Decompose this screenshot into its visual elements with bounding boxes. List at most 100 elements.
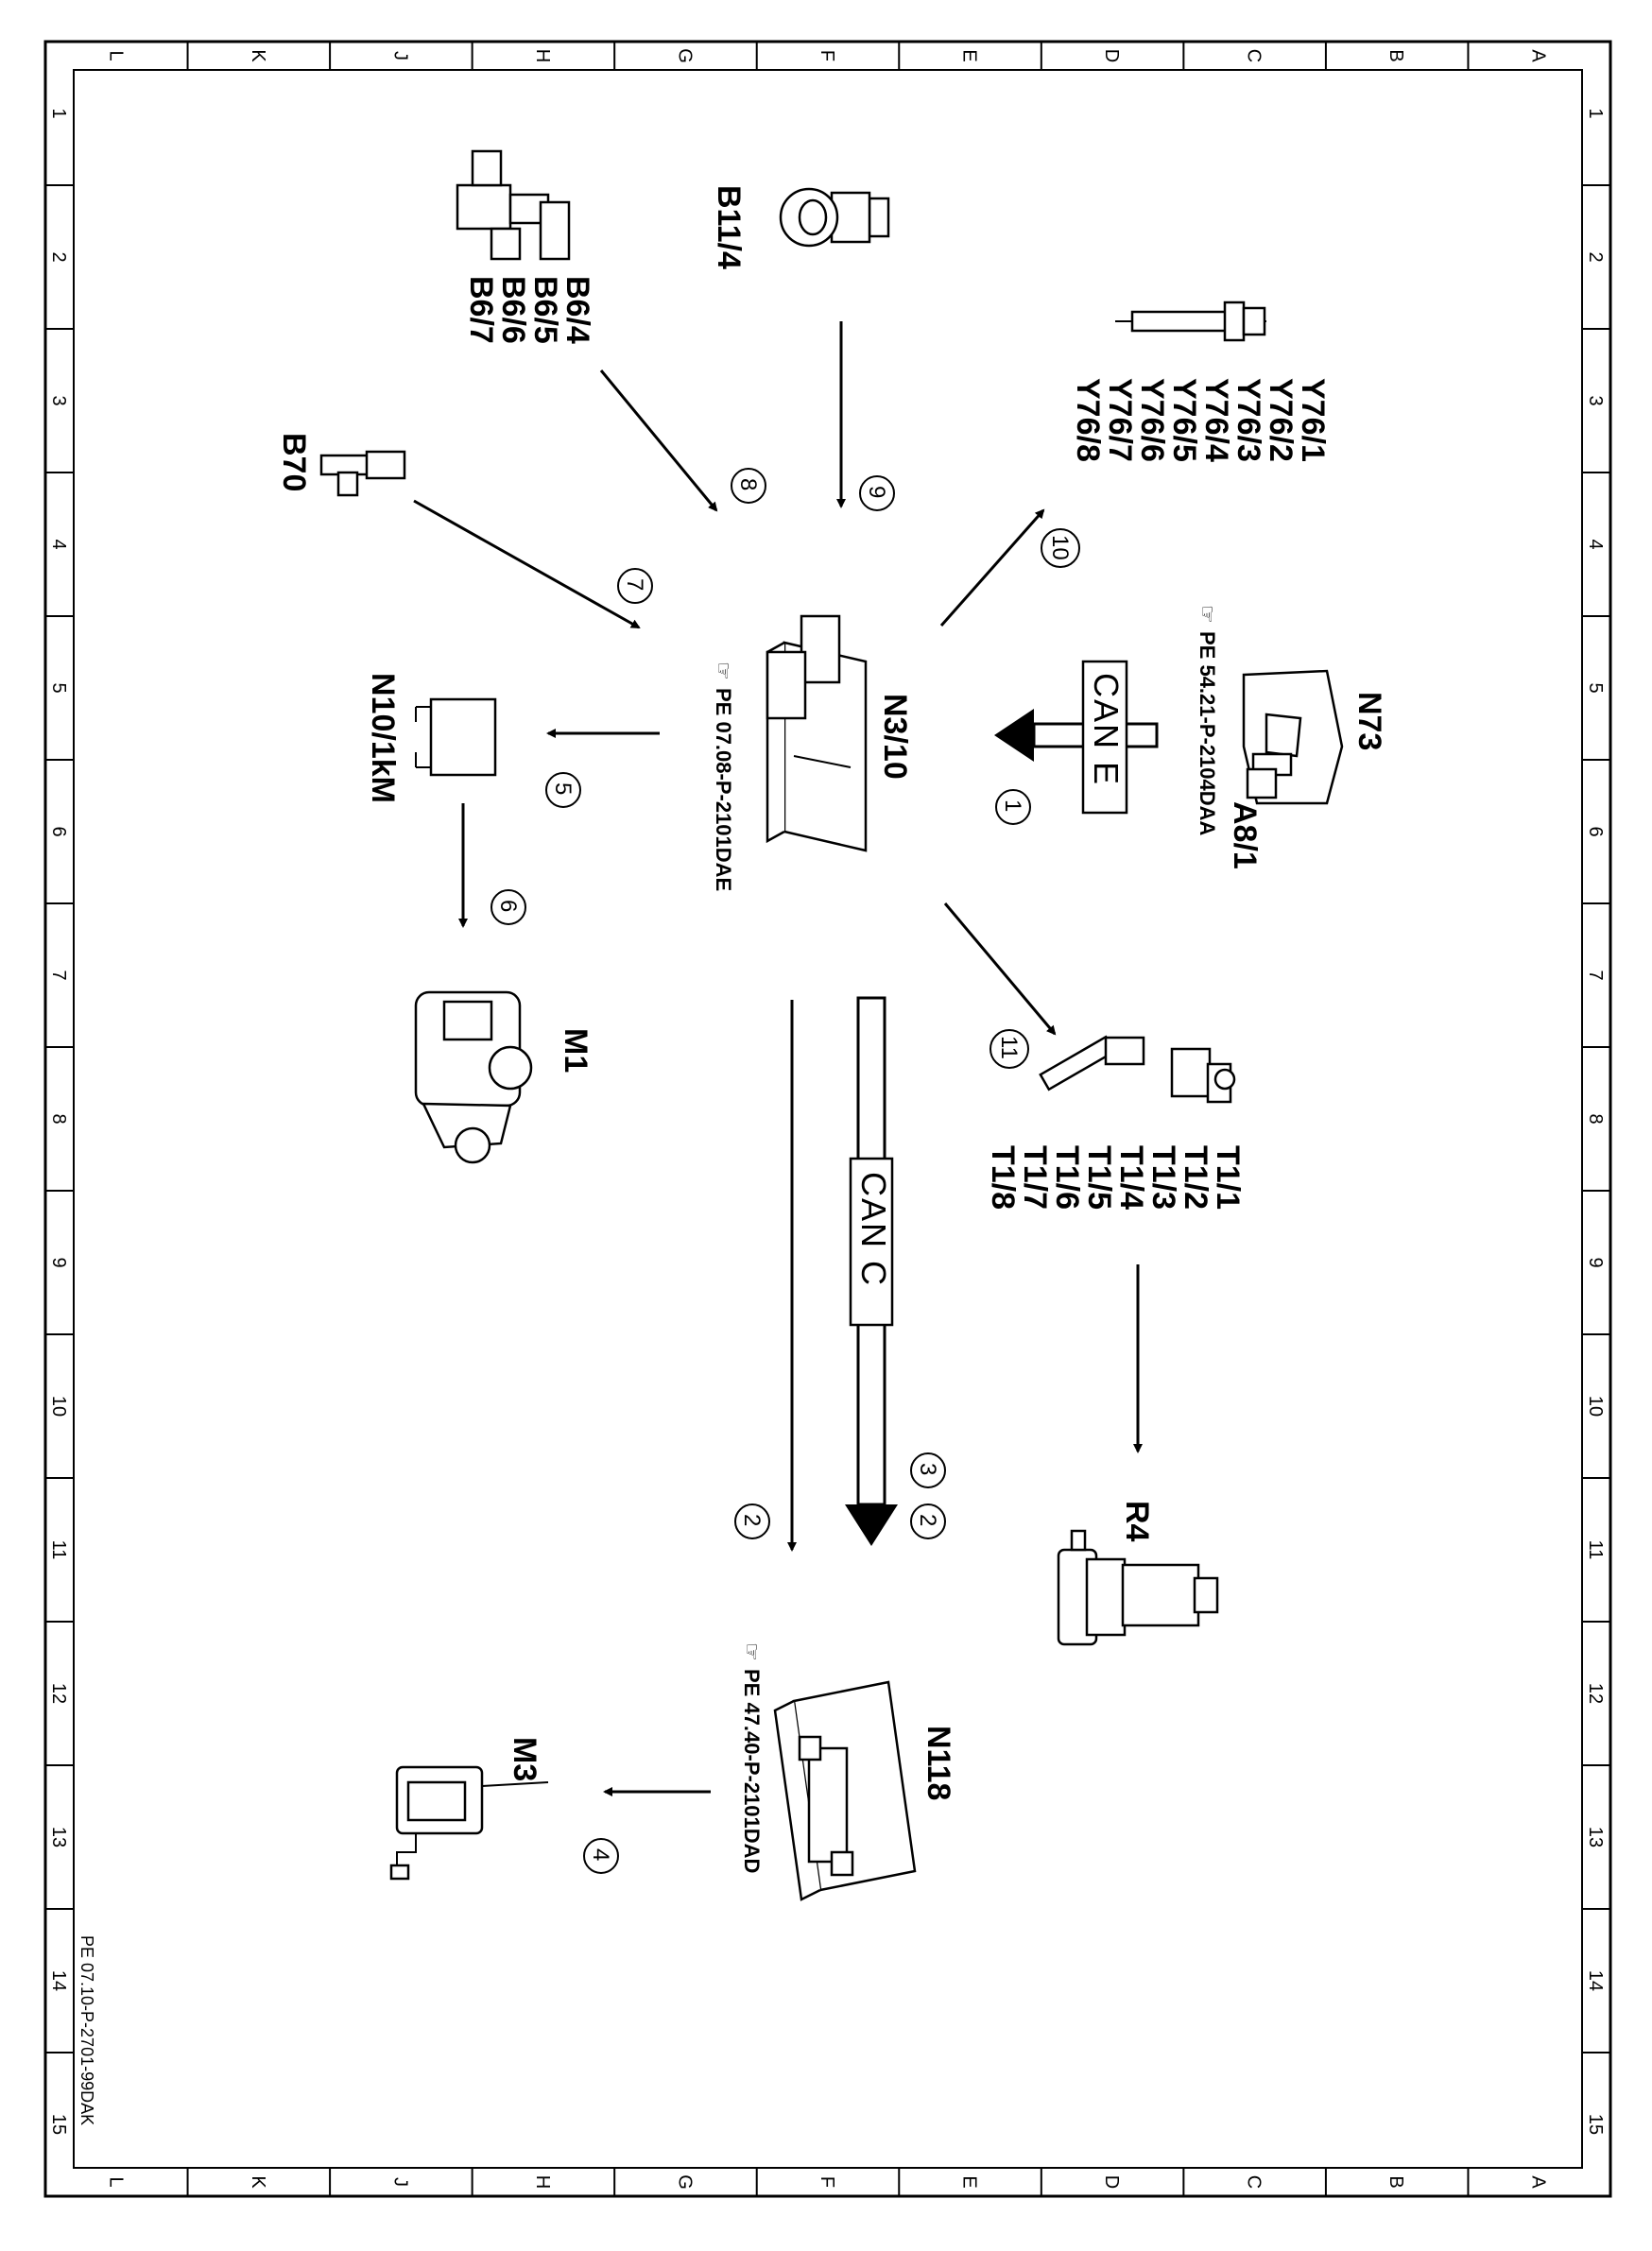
- t1-6-label: T1/6: [1049, 1145, 1085, 1210]
- r4-spark-plug-drawing: [1057, 1529, 1219, 1646]
- r4-label: R4: [1119, 1501, 1155, 1542]
- n73-ignition-switch-drawing: [1242, 669, 1344, 805]
- t1-labels: T1/1 T1/2 T1/3 T1/4 T1/5 T1/6 T1/7 T1/8: [985, 1145, 1246, 1210]
- row-label-left-8: 8: [48, 1113, 69, 1124]
- row-label-left-15: 15: [48, 2114, 69, 2135]
- row-label-right-5: 5: [1585, 682, 1606, 693]
- row-label-left-9: 9: [48, 1257, 69, 1267]
- can-e-bus-arrow: CAN E: [994, 660, 1159, 815]
- row-label-left-11: 11: [48, 1540, 69, 1560]
- column-label-top-G: G: [674, 48, 695, 63]
- callout-8: 8: [731, 468, 766, 504]
- arrow-n3-10-to-y76: [939, 508, 1045, 627]
- row-label-right-7: 7: [1585, 970, 1606, 980]
- row-label-left-1: 1: [48, 108, 69, 118]
- m3-fuel-pump-drawing: [389, 1765, 549, 1881]
- column-label-bottom-J: J: [389, 2177, 410, 2187]
- column-label-top-K: K: [248, 49, 268, 62]
- arrow-b70-to-n3-10: [413, 499, 641, 629]
- can-c-label: CAN C: [854, 1172, 893, 1287]
- svg-text:1: 1: [1000, 799, 1025, 812]
- document-id: PE 07.10-P-2701-99DAK: [77, 1935, 96, 2125]
- row-label-right-1: 1: [1585, 108, 1606, 118]
- n10-1-relay-drawing: [415, 697, 497, 777]
- y76-3-label: Y76/3: [1230, 378, 1266, 462]
- row-label-left-12: 12: [48, 1683, 69, 1704]
- y76-labels: Y76/1 Y76/2 Y76/3 Y76/4 Y76/5 Y76/6 Y76/…: [1070, 378, 1331, 462]
- b11-4-label: B11/4: [711, 185, 747, 269]
- n118-label: N118: [921, 1726, 956, 1800]
- m3-label: M3: [507, 1737, 542, 1781]
- b6-7-label: B6/7: [463, 276, 499, 344]
- y76-5-label: Y76/5: [1166, 378, 1202, 462]
- row-label-left-6: 6: [48, 826, 69, 836]
- t1-4-label: T1/4: [1113, 1145, 1149, 1210]
- svg-text:8: 8: [735, 478, 761, 490]
- row-label-left-4: 4: [48, 539, 69, 549]
- svg-text:5: 5: [550, 782, 576, 795]
- svg-text:6: 6: [495, 900, 521, 912]
- callout-6: 6: [490, 889, 526, 925]
- row-label-right-2: 2: [1585, 251, 1606, 262]
- svg-text:9: 9: [864, 486, 889, 498]
- row-label-right-13: 13: [1585, 1827, 1606, 1847]
- b11-4-sensor-drawing: [779, 187, 890, 248]
- n10-1-label: N10/1kM: [365, 673, 401, 803]
- column-label-bottom-B: B: [1385, 2175, 1406, 2188]
- svg-text:7: 7: [622, 578, 647, 591]
- t1-8-label: T1/8: [985, 1145, 1021, 1210]
- n73-label: N73: [1351, 692, 1387, 750]
- t1-1-label: T1/1: [1210, 1145, 1246, 1210]
- row-label-right-12: 12: [1585, 1683, 1606, 1704]
- t1-7-label: T1/7: [1017, 1145, 1053, 1210]
- n118-control-unit-drawing: [773, 1680, 917, 1901]
- t1-ignition-coil-drawing: [1039, 1035, 1236, 1104]
- b6-labels: B6/4 B6/5 B6/6 B6/7: [463, 276, 595, 344]
- arrow-b6-to-n3-10: [599, 369, 718, 512]
- column-label-bottom-L: L: [105, 2176, 126, 2187]
- svg-text:4: 4: [588, 1848, 613, 1861]
- svg-text:2: 2: [915, 1514, 940, 1526]
- n118-reference: PE 47.40-P-2101DAD: [740, 1669, 764, 1873]
- row-label-right-8: 8: [1585, 1113, 1606, 1124]
- n73-ref-pointer-icon: ☞: [1196, 605, 1219, 624]
- b6-4-label: B6/4: [559, 276, 595, 344]
- b70-sensor-drawing: [319, 450, 406, 497]
- column-label-top-J: J: [389, 51, 410, 60]
- m1-starter-drawing: [414, 990, 533, 1164]
- n118-ref-pointer-icon: ☞: [740, 1642, 764, 1661]
- column-label-bottom-H: H: [532, 2175, 553, 2189]
- row-label-left-2: 2: [48, 251, 69, 262]
- column-label-top-B: B: [1385, 49, 1406, 61]
- callout-5: 5: [545, 772, 581, 808]
- callout-7: 7: [617, 568, 653, 604]
- column-label-bottom-K: K: [248, 2175, 268, 2189]
- callout-9: 9: [859, 475, 895, 511]
- t1-5-label: T1/5: [1081, 1145, 1117, 1210]
- row-label-right-4: 4: [1585, 539, 1606, 549]
- row-label-left-3: 3: [48, 395, 69, 405]
- outer-frame: [43, 40, 1612, 2198]
- column-label-top-E: E: [959, 49, 980, 61]
- y76-injector-drawing: [1115, 301, 1266, 342]
- t1-3-label: T1/3: [1145, 1145, 1181, 1210]
- y76-8-label: Y76/8: [1070, 378, 1106, 462]
- a8-1-label: A8/1: [1227, 801, 1263, 869]
- column-label-top-D: D: [1101, 49, 1122, 62]
- callout-10: 10: [1041, 528, 1080, 568]
- y76-4-label: Y76/4: [1198, 378, 1234, 462]
- m1-label: M1: [558, 1028, 594, 1073]
- callout-2-direct: 2: [734, 1504, 770, 1539]
- y76-6-label: Y76/6: [1134, 378, 1170, 462]
- n3-10-reference: PE 07.08-P-2101DAE: [712, 688, 735, 891]
- column-label-bottom-A: A: [1528, 2175, 1549, 2189]
- can-e-label: CAN E: [1087, 673, 1126, 786]
- callout-4: 4: [583, 1838, 619, 1874]
- row-label-left-7: 7: [48, 970, 69, 980]
- b6-6-label: B6/6: [495, 276, 531, 344]
- b6-5-label: B6/5: [527, 276, 563, 344]
- arrow-n3-10-to-t1: [943, 902, 1057, 1036]
- svg-text:3: 3: [915, 1463, 940, 1475]
